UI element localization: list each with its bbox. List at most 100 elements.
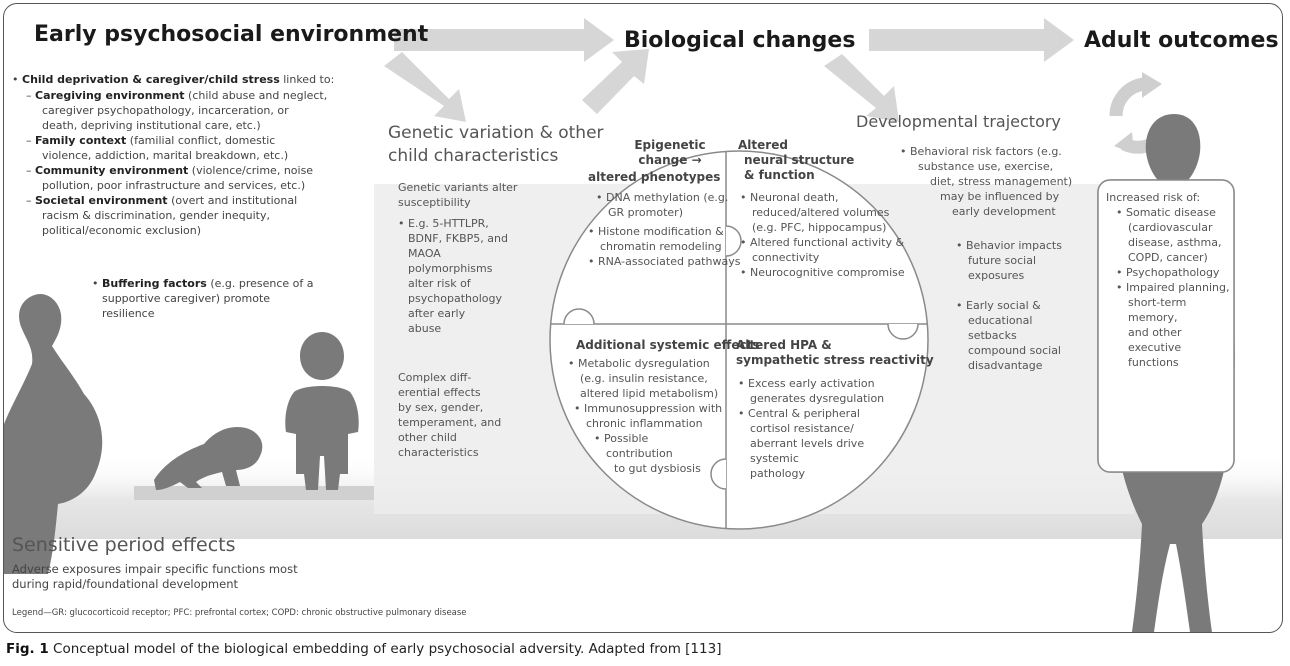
cycle-head-2 (1114, 132, 1134, 154)
text-line: disease, asthma, (1128, 236, 1222, 249)
text-line: functions (1128, 356, 1179, 369)
text-line: may be influenced by (940, 190, 1060, 203)
text-line: COPD, cancer) (1128, 251, 1208, 264)
item-bold: Family context (35, 134, 127, 147)
early-env-intro: • Child deprivation & caregiver/child st… (12, 73, 335, 86)
item-bold: Caregiving environment (35, 89, 185, 102)
epigenetic-items: • DNA methylation (e.g. GR promoter) • H… (588, 191, 741, 268)
text-line: susceptibility (398, 196, 471, 209)
developmental-items: • Behavioral risk factors (e.g. substanc… (900, 145, 1073, 218)
figure-caption: Fig. 1 Conceptual model of the biologica… (6, 641, 721, 657)
text-line: compound social (968, 344, 1061, 357)
text-line: altered lipid metabolism) (580, 387, 719, 400)
neural-items: • Neuronal death, reduced/altered volume… (740, 191, 905, 279)
title-line: neural structure (744, 153, 855, 167)
text-line: MAOA (408, 247, 441, 260)
text-line: during rapid/foundational development (12, 577, 238, 591)
arrow-diag-down-left (384, 52, 466, 122)
pregnant-woman-silhouette (4, 293, 103, 574)
hpa-title: Altered HPA & sympathetic stress reactiv… (736, 338, 934, 368)
list-item: – Societal environment (overt and instit… (26, 193, 366, 238)
text-line: characteristics (398, 446, 479, 459)
genetic-body-3: Complex diff- erential effects by sex, g… (398, 370, 501, 460)
genetic-title-line: Genetic variation & other (388, 123, 604, 143)
genetic-title: Genetic variation & other child characte… (388, 122, 604, 168)
text-line: systemic (750, 452, 799, 465)
item-cont: death, depriving institutional care, etc… (42, 119, 261, 132)
arrow-early-to-bio (394, 18, 614, 62)
text-line: other child (398, 431, 457, 444)
intro-rest: linked to: (279, 73, 335, 86)
item-cont: political/economic exclusion) (42, 224, 202, 237)
text-line: Histone modification & (598, 225, 724, 238)
item-rest: (familial conflict, domestic (126, 134, 276, 147)
developmental-item-2: • Behavior impacts future social exposur… (956, 239, 1062, 282)
text-line: BDNF, FKBP5, and (408, 232, 508, 245)
item-cont: violence, addiction, marital breakdown, … (42, 149, 289, 162)
text-line: contribution (606, 447, 673, 460)
text-line: Metabolic dysregulation (578, 357, 710, 370)
arrow-bio-to-adult (869, 18, 1074, 62)
text-line: Genetic variants alter (398, 181, 518, 194)
text-line: abuse (408, 322, 442, 335)
text-line: short-term memory, (1128, 296, 1187, 324)
buffer-cont: resilience (102, 307, 155, 320)
list-item: – Family context (familial conflict, dom… (26, 133, 366, 163)
epigenetic-title: Epigenetic change → (616, 138, 724, 168)
text-line: Behavioral risk factors (e.g. (910, 145, 1062, 158)
text-line: after early (408, 307, 466, 320)
text-line: aberrant levels drive (750, 437, 865, 450)
text-line: setbacks (968, 329, 1017, 342)
item-cont: pollution, poor infrastructure and servi… (42, 179, 306, 192)
list-item: – Community environment (violence/crime,… (26, 163, 366, 193)
notch-right (887, 323, 919, 340)
notch-top (725, 225, 742, 257)
title-line: Epigenetic (634, 138, 706, 152)
hpa-items: • Excess early activation generates dysr… (738, 377, 885, 480)
text-line: by sex, gender, (398, 401, 484, 414)
text-line: educational (968, 314, 1033, 327)
central-circle (549, 150, 929, 530)
item-bold: Societal environment (35, 194, 168, 207)
text-line: Impaired planning, (1126, 281, 1230, 294)
title-line: sympathetic stress reactivity (736, 353, 934, 367)
flow-arrows (384, 18, 1074, 122)
list-item: – Caregiving environment (child abuse an… (26, 88, 366, 133)
text-line: GR promoter) (608, 206, 683, 219)
background-graphics (4, 18, 1282, 632)
genetic-title-line: child characteristics (388, 146, 559, 166)
item-bold: Community environment (35, 164, 189, 177)
header-biological-changes: Biological changes (624, 28, 856, 53)
text-line: polymorphisms (408, 262, 493, 275)
sensitive-body: Adverse exposures impair specific functi… (12, 562, 298, 592)
text-line: chronic inflammation (586, 417, 703, 430)
text-line: to gut dysbiosis (614, 462, 701, 475)
cycle-head-1 (1142, 72, 1162, 98)
text-line: and other executive (1128, 326, 1182, 354)
text-line: pathology (750, 467, 806, 480)
text-line: Psychopathology (1126, 266, 1220, 279)
text-line: Neurocognitive compromise (750, 266, 905, 279)
text-line: Central & peripheral (748, 407, 860, 420)
item-rest: (child abuse and neglect, (184, 89, 328, 102)
puzzle-notches (563, 225, 919, 490)
text-line: exposures (968, 269, 1025, 282)
text-line: Adverse exposures impair specific functi… (12, 562, 298, 576)
text-line: Excess early activation (748, 377, 875, 390)
notch-bottom (710, 458, 727, 490)
arrow-diag-up (582, 49, 649, 114)
systemic-items: • Metabolic dysregulation (e.g. insulin … (568, 357, 723, 475)
adult-intro: Increased risk of: (1106, 191, 1201, 204)
title-line: Altered (738, 138, 788, 152)
text-line: E.g. 5-HTTLPR, (408, 217, 489, 230)
text-line: (e.g. insulin resistance, (580, 372, 708, 385)
text-line: Early social & (966, 299, 1041, 312)
text-line: disadvantage (968, 359, 1043, 372)
epigenetic-title-2: altered phenotypes (588, 170, 721, 184)
text-line: connectivity (752, 251, 820, 264)
text-line: Somatic disease (1126, 206, 1216, 219)
genetic-body-1: Genetic variants alter susceptibility (398, 180, 517, 210)
text-line: RNA-associated pathways (598, 255, 741, 268)
text-line: reduced/altered volumes (752, 206, 890, 219)
text-line: diet, stress management) (930, 175, 1073, 188)
